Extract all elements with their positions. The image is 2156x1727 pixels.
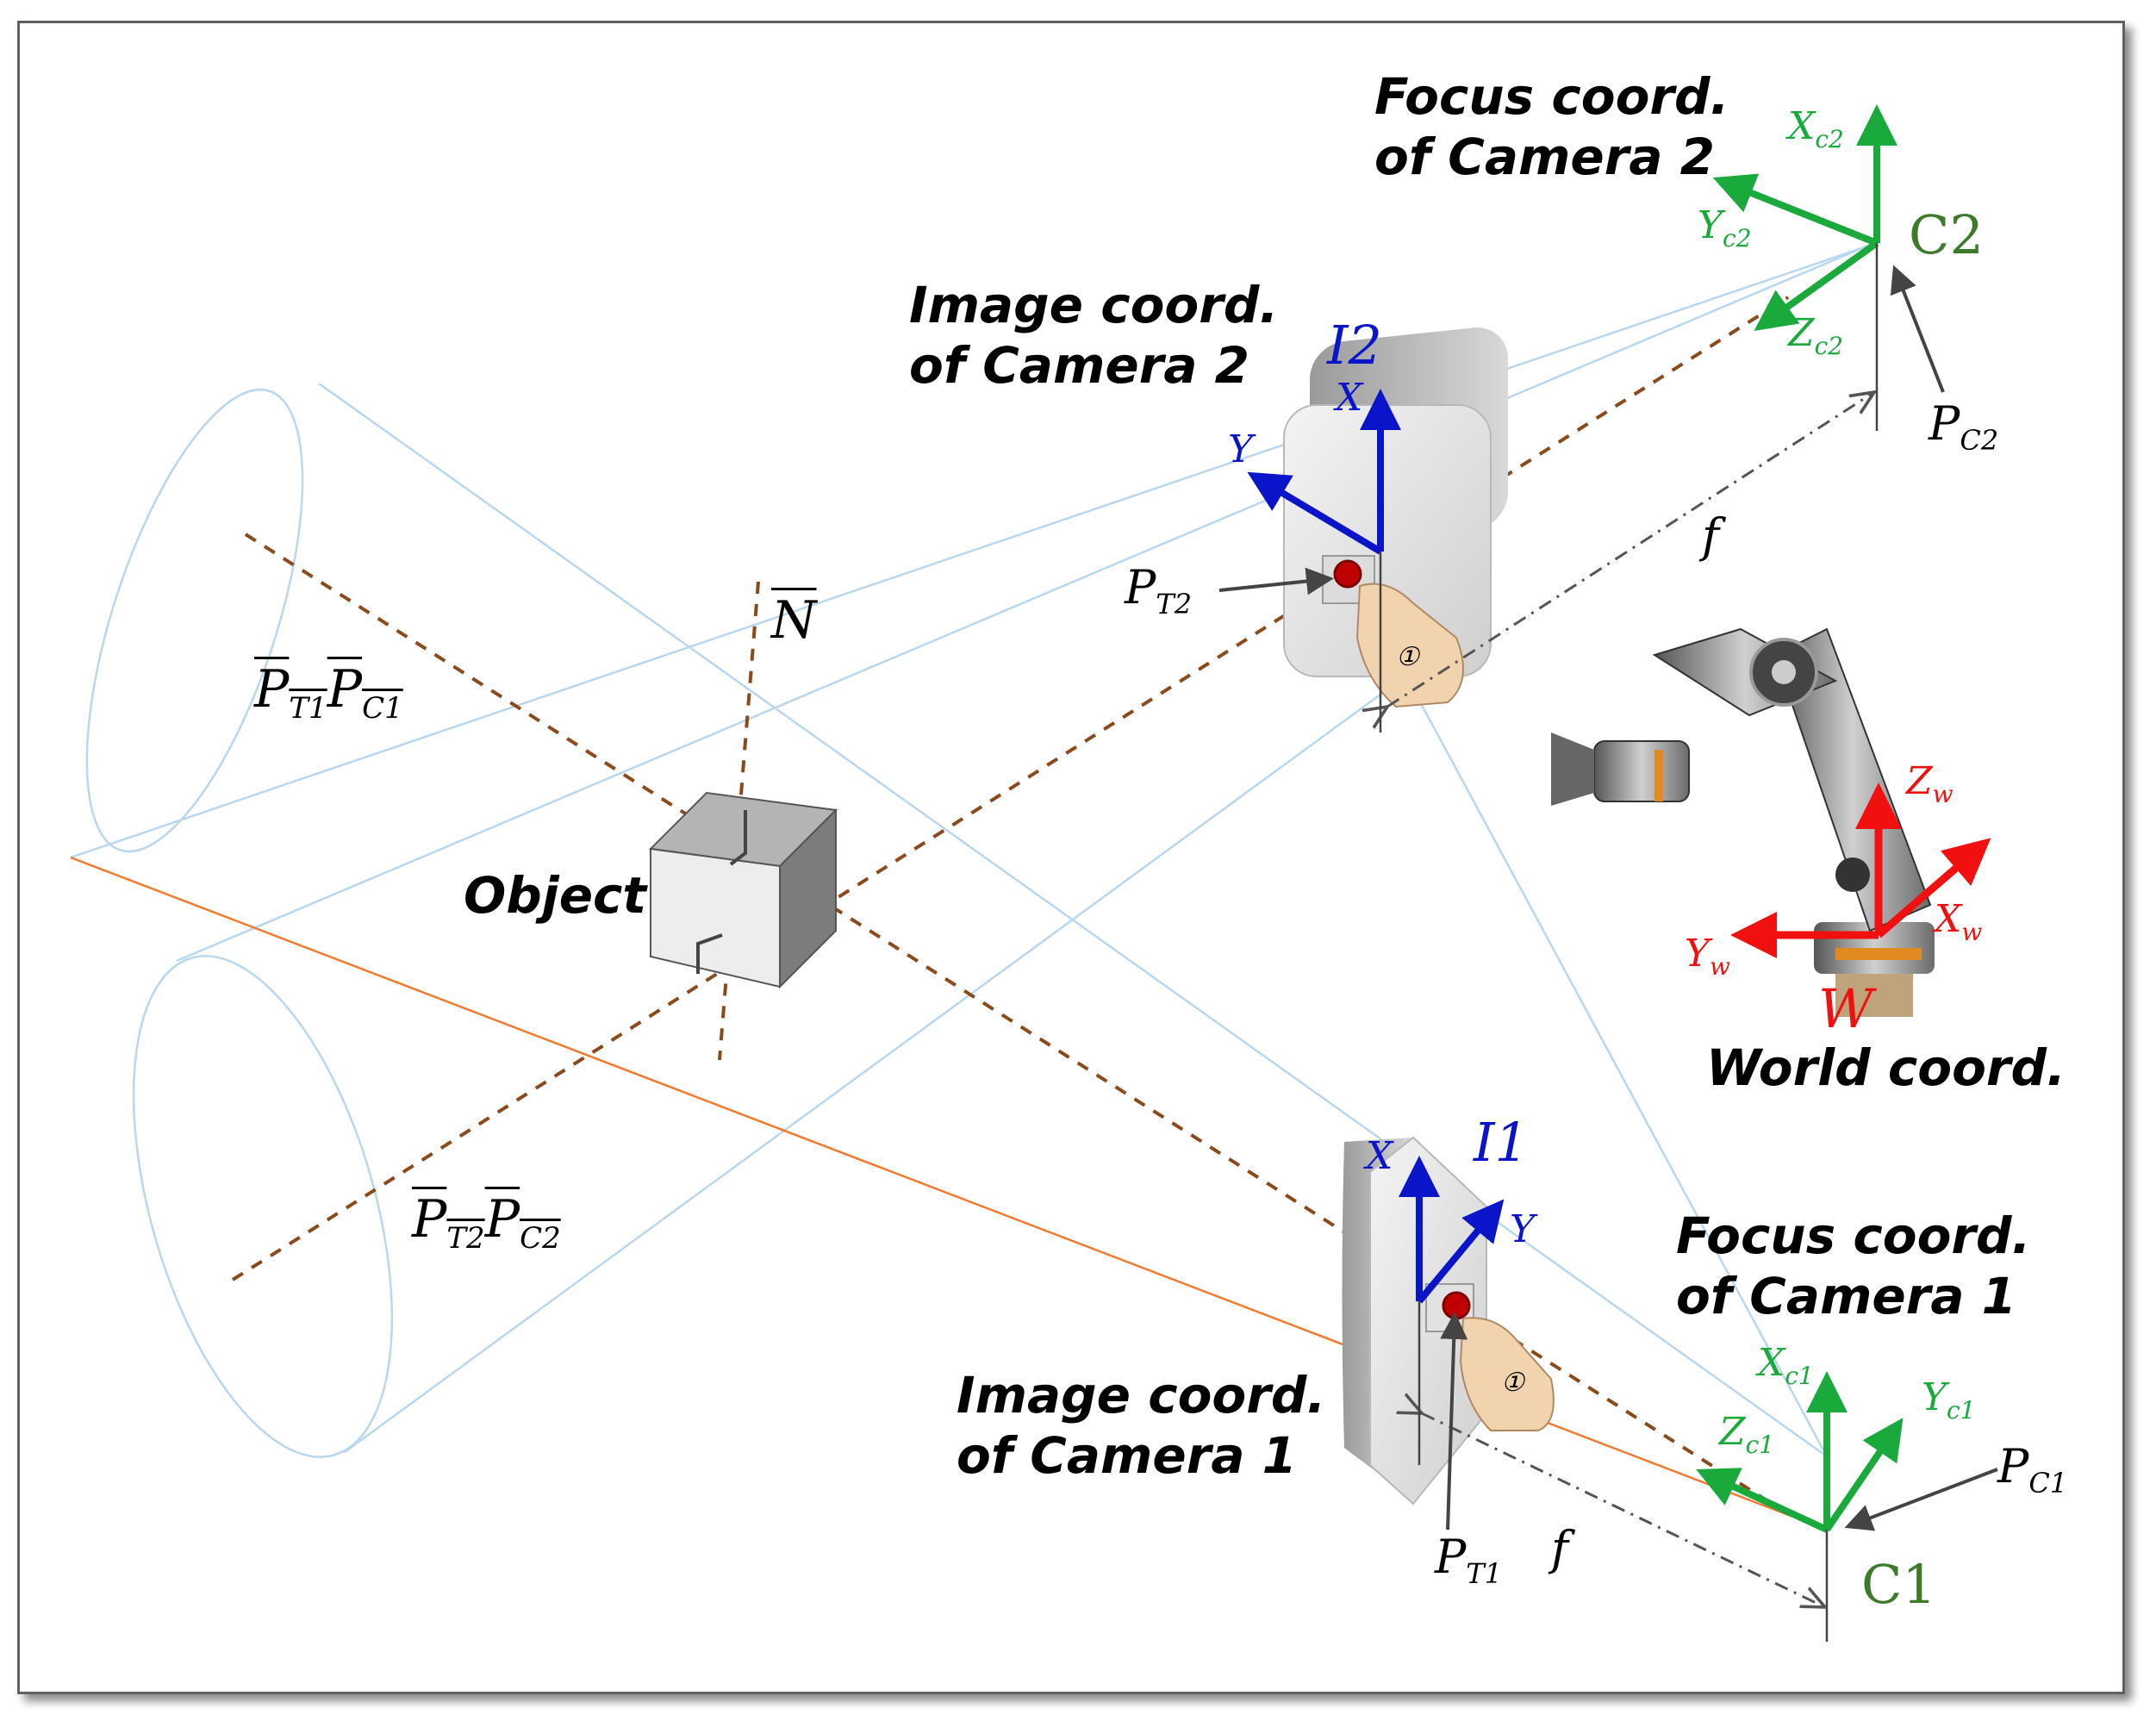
baseline-line (70, 856, 1828, 1531)
focal-length-label-1: f (1551, 1521, 1568, 1575)
img1-axes (1399, 1156, 1505, 1304)
cam1-y-label: Yc1 (1922, 1375, 1976, 1425)
world-axes (1730, 782, 1991, 958)
image-cam1-title: Image coord. of Camera 1 (956, 1366, 1326, 1485)
pc1-label: PC1 (1997, 1439, 2068, 1499)
view-cone-1-ellipse (85, 388, 304, 853)
cam2-y-label: Yc2 (1698, 203, 1752, 253)
view-rays (70, 241, 1878, 1458)
cam2-z-label: Zc2 (1788, 311, 1844, 360)
pt1-label: PT1 (1435, 1530, 1503, 1590)
cam2-axes (1712, 104, 1897, 331)
view-cone-2-ellipse (132, 955, 394, 1458)
world-title: World coord. (1706, 1038, 2066, 1097)
origin-c1: C1 (1861, 1553, 1936, 1616)
object-label: Object (464, 866, 647, 925)
cam1-z-label: Zc1 (1719, 1410, 1775, 1459)
touch-point-t2 (1333, 559, 1362, 589)
world-y-label: Yw (1685, 932, 1731, 981)
pt2-label: PT2 (1125, 560, 1193, 620)
img2-y-label: Y (1228, 427, 1254, 471)
pt2pc2-vector-label: PT2PC2 (412, 1189, 561, 1256)
origin-i2: I2 (1327, 314, 1382, 377)
img1-x-label: X (1366, 1134, 1393, 1178)
focal-lines (1387, 392, 1874, 1607)
pointer-arrows (1218, 265, 1998, 1531)
touch-mark-2: ① (1396, 642, 1419, 672)
world-x-label: Xw (1935, 897, 1983, 946)
touch-point-t1 (1442, 1291, 1471, 1320)
cam2-x-label: Xc2 (1788, 104, 1844, 153)
pc2-label: PC2 (1929, 396, 1999, 457)
image-cam2-title: Image coord. of Camera 2 (909, 276, 1279, 395)
origin-w: W (1818, 977, 1873, 1040)
cam1-x-label: Xc1 (1758, 1341, 1814, 1390)
img1-y-label: Y (1510, 1207, 1536, 1251)
img2-x-label: X (1336, 376, 1363, 420)
origin-c2: C2 (1909, 203, 1984, 266)
object-cube (648, 791, 838, 989)
touch-mark-1: ① (1501, 1368, 1524, 1398)
focal-length-label-2: f (1702, 508, 1719, 563)
origin-i1: I1 (1474, 1111, 1529, 1174)
focus-cam1-title: Focus coord. of Camera 1 (1676, 1206, 2031, 1325)
world-z-label: Zw (1906, 759, 1953, 808)
normal-vector-label: N (771, 590, 817, 651)
focus-cam2-title: Focus coord. of Camera 2 (1374, 67, 1729, 186)
pt1pc1-vector-label: PT1PC1 (254, 659, 403, 726)
